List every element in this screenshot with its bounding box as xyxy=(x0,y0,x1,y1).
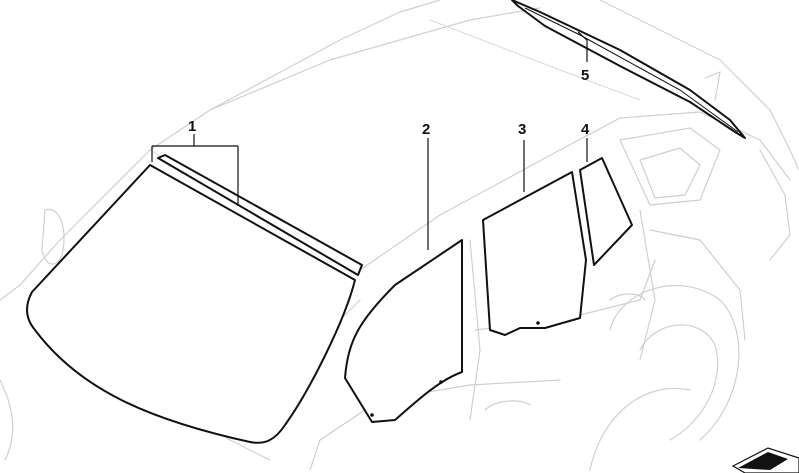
leader-1 xyxy=(151,134,239,206)
front-door-window-part xyxy=(344,239,463,423)
rear-door-window-part xyxy=(482,171,587,336)
rear-quarter-window-part xyxy=(579,157,633,266)
roof-strip-part xyxy=(511,0,746,139)
callout-4: 4 xyxy=(581,121,590,138)
callout-2: 2 xyxy=(422,121,430,138)
leader-lines xyxy=(151,31,588,250)
callout-3: 3 xyxy=(518,121,526,138)
catalog-badge-icon xyxy=(731,447,799,473)
windscreen-part xyxy=(26,154,363,444)
leader-5 xyxy=(577,31,588,62)
callout-1: 1 xyxy=(188,118,196,135)
callout-5: 5 xyxy=(581,67,589,84)
